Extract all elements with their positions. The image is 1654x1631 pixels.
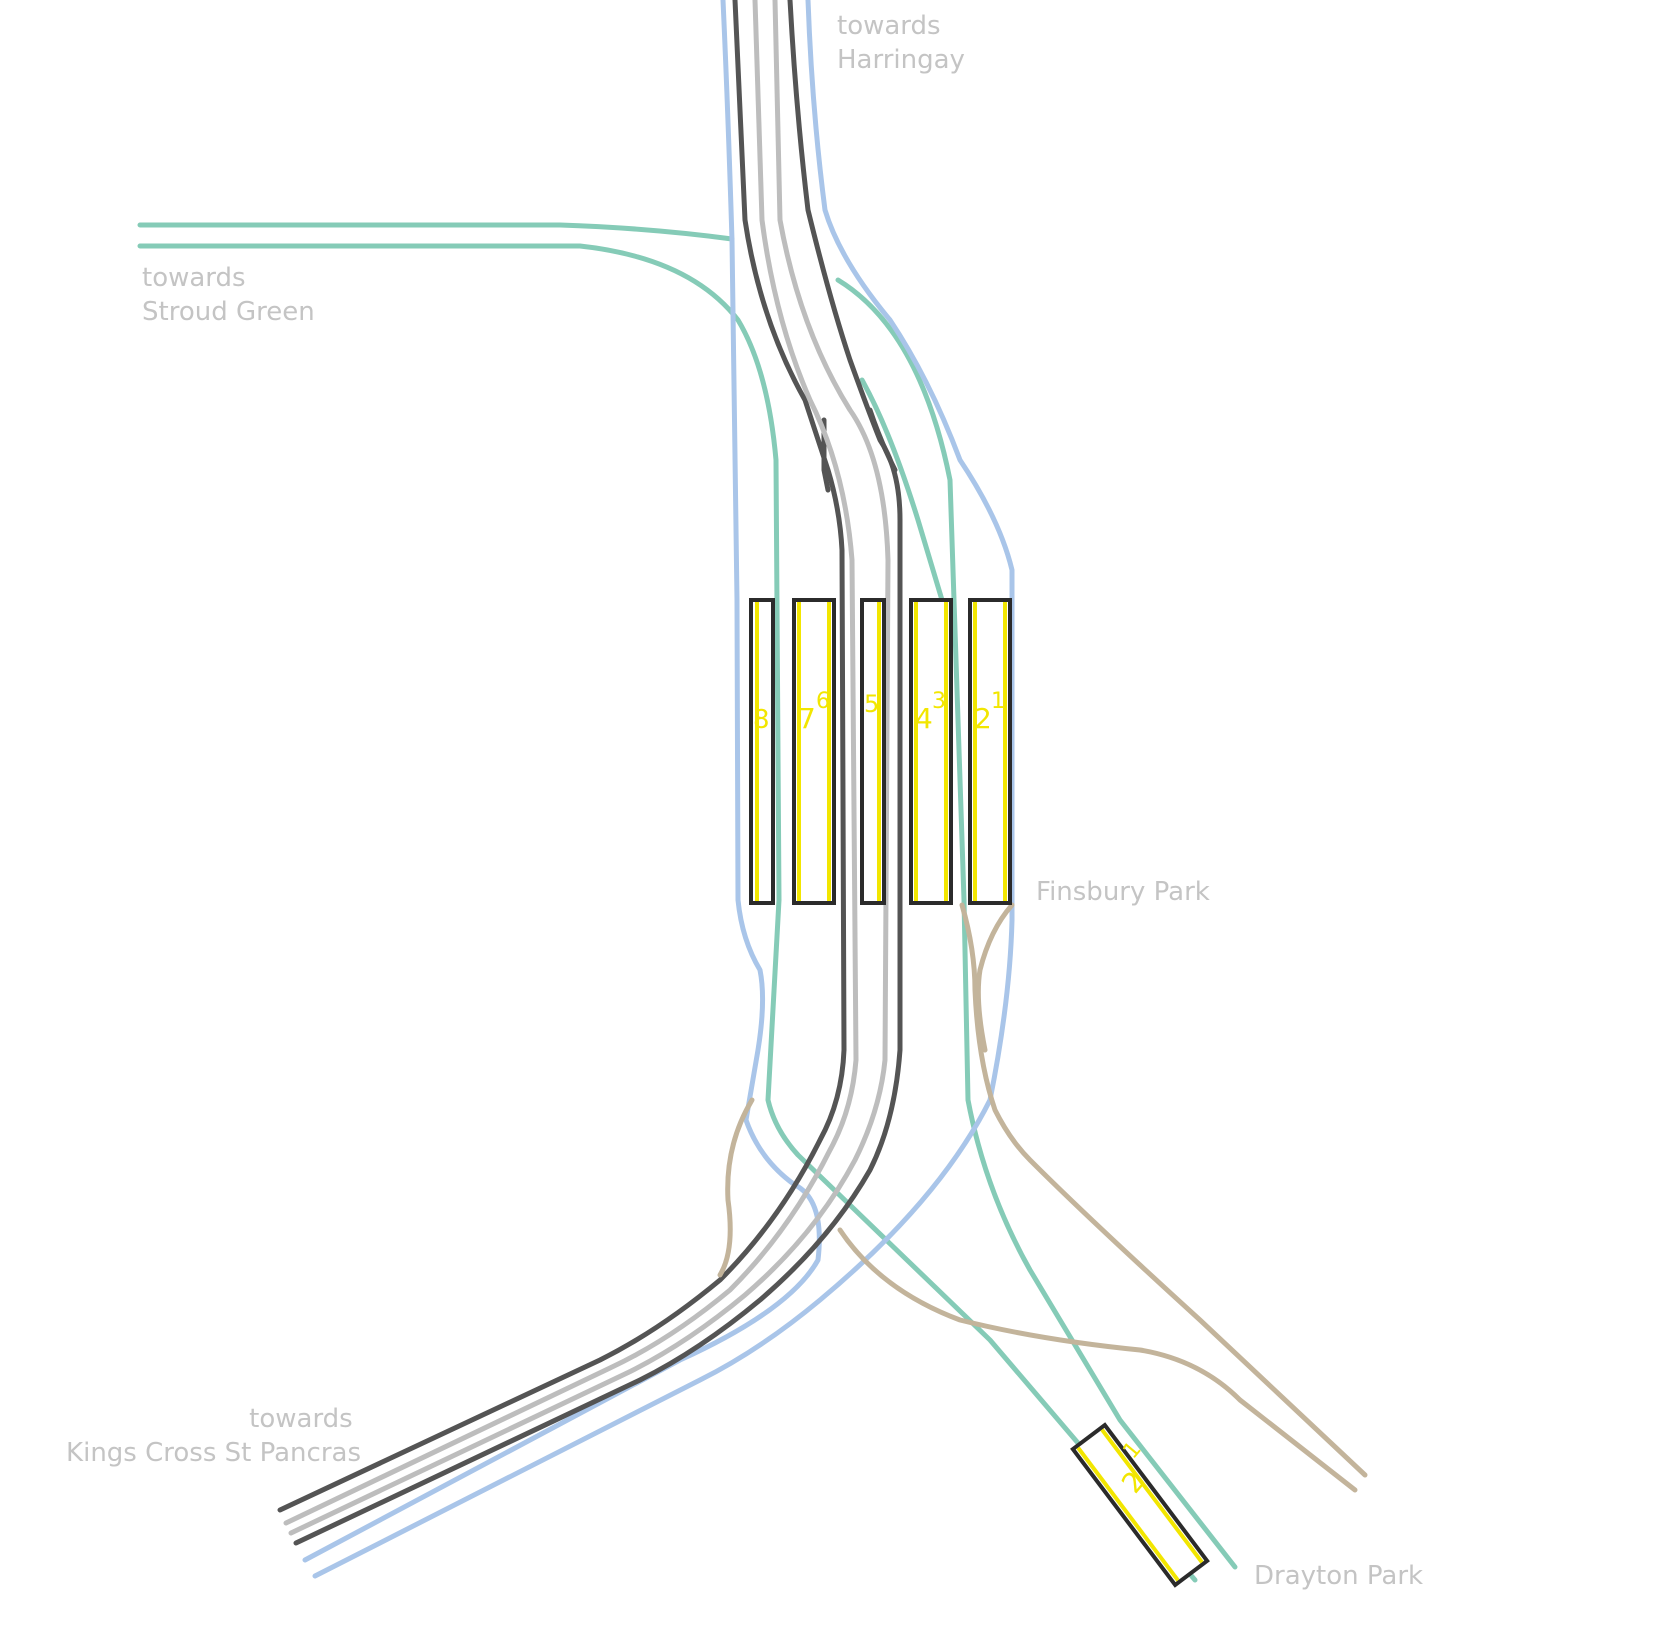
grey-track-east <box>288 0 891 1536</box>
label-kings-cross-line-1: towards <box>249 1404 353 1434</box>
label-drayton-park: Drayton Park <box>1254 1561 1423 1591</box>
platform-drayton-edge-b <box>1100 1428 1204 1564</box>
platform-number-4: 4 <box>915 702 933 735</box>
tan-track-east-a <box>959 902 1368 1478</box>
platform-number-7: 7 <box>798 702 816 735</box>
platform-drayton-edge-a <box>1076 1446 1180 1582</box>
drayton-park-platform <box>1070 1422 1210 1588</box>
platform-number-6: 6 <box>816 689 830 714</box>
platform-number-5: 5 <box>864 690 879 718</box>
label-finsbury-park: Finsbury Park <box>1036 877 1210 907</box>
label-towards-harringay: towards Harringay <box>837 11 965 75</box>
blue-track-east <box>312 0 1015 1579</box>
label-stroud-green-line-1: towards <box>142 263 246 293</box>
dark-tracks <box>277 0 903 1546</box>
green-track-centre <box>859 377 948 613</box>
label-kings-cross-line-2: Kings Cross St Pancras <box>66 1438 361 1468</box>
green-track-stroud-upper <box>137 222 735 242</box>
green-track-east <box>835 277 1238 1570</box>
dark-track-outer-east <box>293 0 903 1546</box>
finsbury-park-platforms: 8 7 6 5 4 3 2 1 <box>749 598 1012 905</box>
dark-track-outer-west <box>277 0 847 1513</box>
tan-track-west <box>717 1097 755 1278</box>
tan-tracks <box>717 902 1368 1493</box>
tan-track-east-b <box>975 902 1015 1053</box>
label-harringay-line-2: Harringay <box>837 45 965 75</box>
tan-track-centre <box>837 1227 1358 1493</box>
platform-drayton-2-1 <box>1070 1422 1210 1588</box>
blue-tracks <box>302 0 1015 1579</box>
label-towards-stroud-green: towards Stroud Green <box>142 263 315 327</box>
label-harringay-line-1: towards <box>837 11 941 41</box>
dark-track-branch <box>821 417 831 493</box>
green-track-stroud-lower <box>137 243 1198 1583</box>
platform-8 <box>749 598 775 905</box>
grey-track-west <box>283 0 859 1526</box>
label-stroud-green-line-2: Stroud Green <box>142 297 315 327</box>
blue-track-west <box>302 0 822 1563</box>
platform-number-2: 2 <box>974 702 992 735</box>
platform-number-1: 1 <box>991 689 1005 714</box>
platform-number-8: 8 <box>753 705 770 735</box>
grey-tracks <box>283 0 891 1536</box>
label-towards-kings-cross: towards Kings Cross St Pancras <box>66 1404 361 1468</box>
green-tracks <box>137 222 1238 1583</box>
platform-number-3: 3 <box>932 689 946 714</box>
dark-track-crossover <box>867 407 898 473</box>
